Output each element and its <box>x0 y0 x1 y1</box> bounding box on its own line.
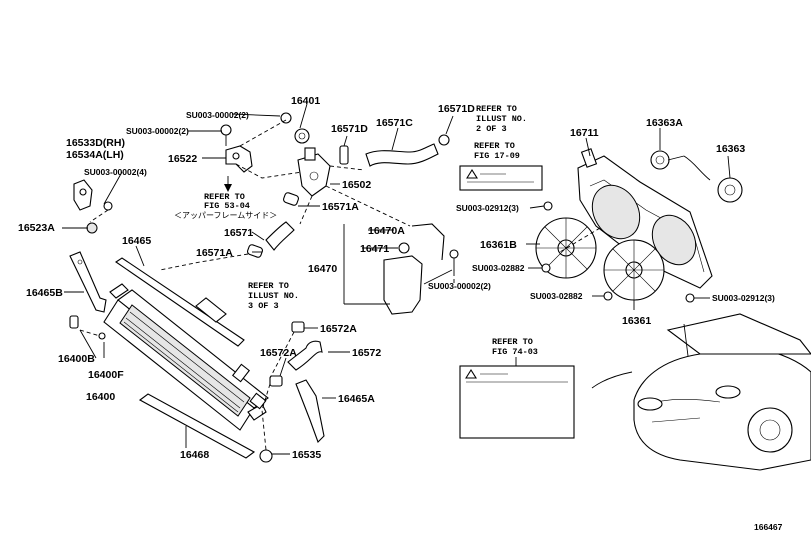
label-16533d: 16533D(RH) <box>66 137 125 149</box>
note-illust-3of3: REFER TO ILLUST NO. 3 OF 3 <box>248 281 299 311</box>
label-16400b: 16400B <box>58 353 95 365</box>
label-16571: 16571 <box>224 227 253 239</box>
bracket-16522 <box>224 145 253 192</box>
label-su-16533: SU003-00002(4) <box>84 167 147 177</box>
fan-shroud-16711 <box>577 148 713 289</box>
fan-16361 <box>603 239 665 301</box>
label-16571d-1: 16571D <box>331 123 368 135</box>
bolt-16401-clip <box>280 112 310 144</box>
lower-support-16468 <box>138 393 256 459</box>
note-2of3-line2: ILLUST NO. <box>476 114 527 124</box>
dashed-assembly-lines <box>79 119 601 451</box>
label-su-02882-1: SU003-02882 <box>472 263 525 273</box>
label-su-02912-top: SU003-02912(3) <box>456 203 519 213</box>
note-fig-53-04: REFER TO FIG 53-04 ＜アッパーフレームサイド＞ <box>174 192 277 220</box>
label-16400: 16400 <box>86 391 115 403</box>
part-labels: 16401 SU003-00002(2) SU003-00002(2) 1652… <box>18 95 775 461</box>
note-fig-74-03: REFER TO FIG 74-03 <box>459 337 575 439</box>
label-16711: 16711 <box>570 127 599 139</box>
radiator-core <box>103 283 269 431</box>
note-2of3-line1: REFER TO <box>476 104 517 114</box>
note-3of3-line2: ILLUST NO. <box>248 291 299 301</box>
side-support-16465b <box>69 251 107 313</box>
bolt-16522 <box>220 124 232 146</box>
label-su-02912-bot: SU003-02912(3) <box>712 293 775 303</box>
note-53-line1: REFER TO <box>204 192 245 202</box>
label-16522: 16522 <box>168 153 197 165</box>
label-su-02882-2: SU003-02882 <box>530 291 583 301</box>
hose-16572 <box>269 321 323 387</box>
note-illust-2of3: REFER TO ILLUST NO. 2 OF 3 <box>476 104 527 134</box>
note-17-line2: FIG 17-09 <box>474 151 520 161</box>
drain-plug-16400 <box>69 315 273 463</box>
label-16363a: 16363A <box>646 117 683 129</box>
leader-lines <box>62 103 731 455</box>
label-16572: 16572 <box>352 347 381 359</box>
label-16571d-2: 16571D <box>438 103 475 115</box>
diagram-id: 166467 <box>754 522 783 532</box>
label-16571a-1: 16571A <box>196 247 233 259</box>
note-2of3-line3: 2 OF 3 <box>476 124 507 134</box>
note-53-line2: FIG 53-04 <box>204 201 250 211</box>
label-su-16522: SU003-00002(2) <box>126 126 189 136</box>
outlet-16502 <box>297 147 331 197</box>
label-16468: 16468 <box>180 449 209 461</box>
note-3of3-line3: 3 OF 3 <box>248 301 279 311</box>
side-support-16465a <box>295 379 325 443</box>
reserve-tank-16470 <box>383 223 459 315</box>
label-16465b: 16465B <box>26 287 63 299</box>
label-16401: 16401 <box>291 95 320 107</box>
label-16465a: 16465A <box>338 393 375 405</box>
label-su-16401: SU003-00002(2) <box>186 110 249 120</box>
fan-16361b <box>535 217 597 279</box>
label-16502: 16502 <box>342 179 371 191</box>
label-16571a-2: 16571A <box>322 201 359 213</box>
label-16361: 16361 <box>622 315 651 327</box>
label-16400f: 16400F <box>88 369 124 381</box>
hose-16571c <box>339 134 450 167</box>
note-3of3-line1: REFER TO <box>248 281 289 291</box>
label-16572a-2: 16572A <box>260 347 297 359</box>
label-16572a-1: 16572A <box>320 323 357 335</box>
label-16571c: 16571C <box>376 117 413 129</box>
label-16535: 16535 <box>292 449 321 461</box>
upper-support-16465 <box>115 257 245 347</box>
note-17-line1: REFER TO <box>474 141 515 151</box>
fasteners-fan <box>541 201 695 303</box>
hose-16571 <box>247 192 299 258</box>
note-74-line1: REFER TO <box>492 337 533 347</box>
label-16471: 16471 <box>360 243 389 255</box>
note-53-jp: ＜アッパーフレームサイド＞ <box>174 211 277 220</box>
label-16465: 16465 <box>122 235 151 247</box>
motor-16363a <box>650 150 685 170</box>
label-16470: 16470 <box>308 263 337 275</box>
vehicle-illustration <box>591 313 811 471</box>
note-fig-17-09: REFER TO FIG 17-09 <box>459 141 543 191</box>
label-16361b: 16361B <box>480 239 517 251</box>
label-16523a: 16523A <box>18 222 55 234</box>
note-74-line2: FIG 74-03 <box>492 347 538 357</box>
motor-16363 <box>683 155 743 203</box>
label-16363: 16363 <box>716 143 745 155</box>
label-su-16470: SU003-00002(2) <box>428 281 491 291</box>
label-16534a: 16534A(LH) <box>66 149 124 161</box>
bracket-16533d <box>73 179 113 234</box>
label-16470a: 16470A <box>368 225 405 237</box>
